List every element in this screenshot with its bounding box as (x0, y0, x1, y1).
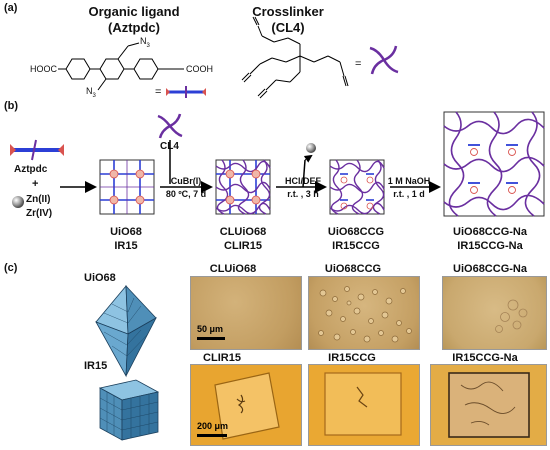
ligand-subtitle: (Aztpdc) (108, 20, 160, 35)
released-metal-icon (306, 143, 316, 153)
stage-2-line1: CLUiO68 (219, 226, 267, 238)
stage-1-line2: IR15 (114, 240, 138, 252)
photo-ir15ccg-na (430, 364, 547, 446)
panel-label-c: (c) (4, 262, 18, 274)
aztpdc-structure (58, 42, 184, 91)
release-arrow (303, 154, 313, 163)
arrow-release (302, 159, 306, 188)
image-label-uio68ccg-na: UiO68CCG-Na (453, 263, 527, 275)
photo-cluio68: 50 μm (190, 276, 302, 350)
reaction-arrows (60, 140, 441, 193)
photo-uio68ccg (308, 276, 420, 350)
step1-conditions: 80 ºC, 7 d (165, 189, 207, 199)
equals-crosslinker: = (355, 58, 362, 70)
photo-uio68ccg-na (442, 276, 547, 350)
scale-bar-50um (197, 337, 225, 340)
photo-ir15ccg (308, 364, 420, 446)
crosslinker-title: Crosslinker (252, 4, 324, 19)
stage-4-line1: UiO68CCG-Na (453, 226, 527, 238)
image-label-ir15ccg-na: IR15CCG-Na (452, 352, 518, 364)
image-label-cluio68: CLUiO68 (209, 263, 257, 275)
scale-bar-200um (197, 434, 227, 437)
model-uio68-label: UiO68 (84, 272, 116, 284)
cl4-structure (241, 16, 349, 99)
panel-label-b: (b) (4, 100, 19, 112)
panel-label-a: (a) (4, 2, 18, 14)
model-ir15-label: IR15 (84, 360, 108, 372)
reactant-aztpdc: Aztpdc (14, 164, 48, 175)
ligand-title: Organic ligand (88, 4, 180, 19)
scale-bar-label-200um: 200 μm (197, 421, 229, 431)
octahedron-model (95, 284, 157, 378)
equals-ligand: = (155, 86, 162, 98)
cl4-reagent-icon (157, 113, 183, 139)
metal-ion-icon (12, 196, 24, 208)
step1-reagent: CuBr(I) (170, 176, 202, 186)
metal-zn: Zn(II) (26, 194, 51, 205)
step3-reagent: 1 M NaOH (387, 176, 431, 186)
framework-uio68 (99, 159, 155, 215)
cube-model (98, 379, 160, 441)
cl4-icon (369, 45, 399, 75)
stage-3-line2: IR15CCG (332, 240, 380, 252)
step2-conditions: r.t. , 3 h (287, 189, 319, 199)
stage-4-line2: IR15CCG-Na (457, 240, 523, 252)
ligand-icon (166, 86, 206, 98)
azide-top: N3 (140, 36, 150, 49)
stage-1-line1: UiO68 (110, 226, 142, 238)
clir15-crystal (191, 365, 301, 445)
crosslinker-subtitle: (CL4) (271, 20, 305, 35)
ir15ccg-crystal (309, 365, 419, 445)
framework-uio68ccg (329, 159, 385, 215)
uio68ccg-crystals (318, 286, 412, 343)
stage-3-line1: UiO68CCG (327, 226, 385, 238)
uio68ccg-na-crystals (495, 299, 528, 333)
metal-zr: Zr(IV) (26, 208, 53, 219)
image-label-ir15ccg: IR15CCG (328, 352, 376, 364)
image-label-uio68ccg: UiO68CCG (324, 263, 382, 275)
reactant-ligand-icon (10, 139, 64, 161)
framework-uio68ccg-na (443, 111, 545, 217)
stage-2-line2: CLIR15 (224, 240, 262, 252)
framework-cluio68 (215, 159, 271, 215)
cooh-group: COOH (186, 64, 213, 74)
scale-bar-label-50um: 50 μm (197, 324, 224, 334)
step3-conditions: r.t. , 1 d (393, 189, 425, 199)
image-label-clir15: CLIR15 (203, 352, 241, 364)
azide-bottom: N3 (86, 86, 96, 99)
plus-sign: + (32, 178, 39, 190)
ir15ccg-na-crystal (431, 365, 546, 445)
photo-clir15: 200 μm (190, 364, 302, 446)
hooc-group: HOOC (30, 64, 57, 74)
